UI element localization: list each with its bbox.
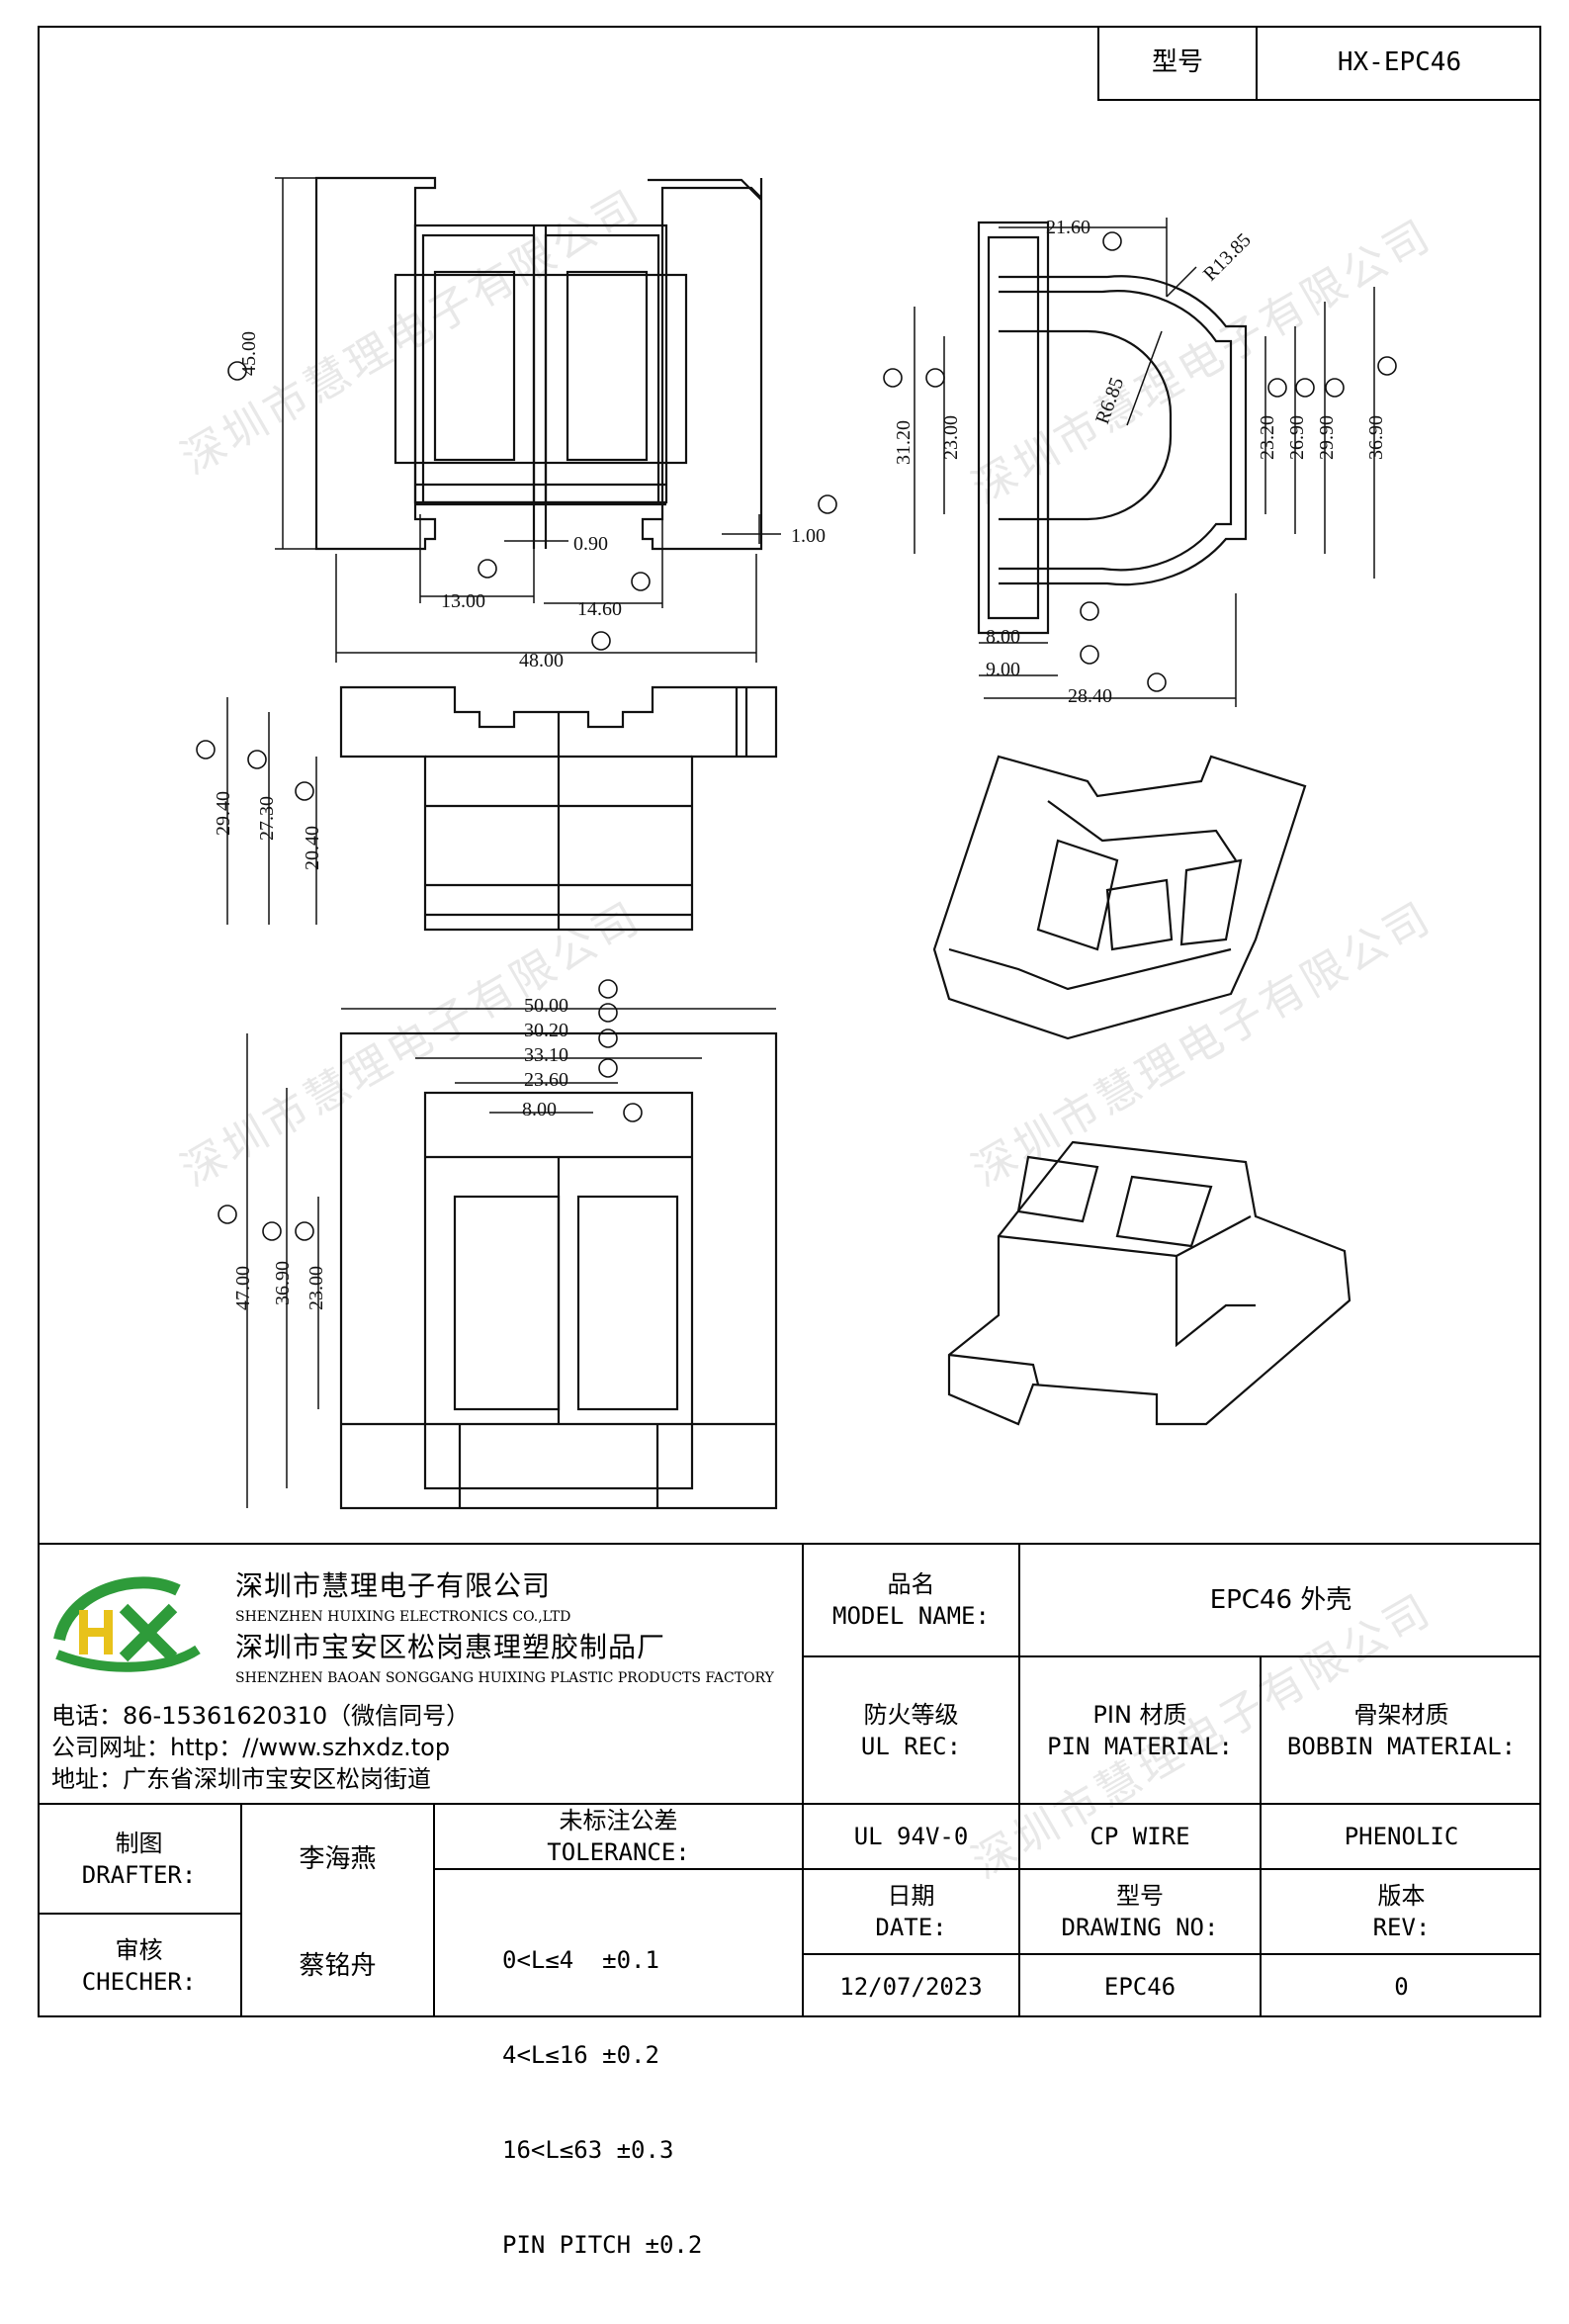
ul-rec-label-en: UL REC: [860,1732,962,1760]
dim-label: 8.00 [986,626,1020,648]
company-phone: 电话：86-15361620310（微信同号） [51,1702,471,1730]
date-value: 12/07/2023 [839,1972,983,2001]
checker-label-cn: 审核 [115,1936,163,1964]
ul-rec-value: UL 94V-0 [853,1823,969,1850]
tolerance-line: 16<L≤63 ±0.3 [502,2136,674,2164]
dim-label: R13.85 [1199,229,1256,286]
model-header-value: HX-EPC46 [1337,47,1462,77]
ul-rec-label: 防火等级 UL REC: [804,1657,1018,1803]
dim-label: 20.40 [302,826,323,870]
front-view [339,685,778,932]
dim-label: 14.60 [577,598,622,620]
dim-label: 29.40 [213,791,234,836]
drafter-label-cn: 制图 [115,1829,163,1857]
drawing-no-label: 型号 DRAWING NO: [1020,1870,1260,1953]
dim-label: 13.00 [441,590,485,612]
model-name-label: 品名 MODEL NAME: [804,1545,1018,1655]
iso-view-1 [932,755,1307,1040]
tolerance-line: 4<L≤16 ±0.2 [502,2041,659,2069]
balloon-markers [196,231,1397,1241]
checker-label-en: CHECHER: [81,1968,197,1996]
date-label-cn: 日期 [887,1882,935,1910]
tolerance-label-en: TOLERANCE: [547,1838,690,1866]
dim-label: R6.85 [1091,375,1128,427]
dim-label: 45.00 [238,331,260,376]
pin-material-label-en: PIN MATERIAL: [1047,1732,1233,1760]
date-label: 日期 DATE: [804,1870,1018,1953]
technical-drawing: 45.00 48.00 13.00 14.60 0.90 1.00 21.60 … [196,176,1397,1510]
dim-label: 28.40 [1068,685,1112,707]
dim-label: 33.10 [524,1044,568,1066]
checker-label: 审核 CHECHER: [38,1915,240,2017]
ul-rec-label-cn: 防火等级 [863,1700,959,1729]
tolerance-label: 未标注公差 TOLERANCE: [435,1805,802,1868]
tolerance-list: 0<L≤4 ±0.1 4<L≤16 ±0.2 16<L≤63 ±0.3 PIN … [502,1881,702,2324]
date-label-en: DATE: [875,1914,947,1941]
side-view [977,221,1248,635]
drafter-name: 李海燕 [299,1843,377,1874]
company-address: 地址：广东省深圳市宝安区松岗街道 [51,1765,431,1793]
model-name-label-cn: 品名 [887,1570,935,1598]
model-name-label-en: MODEL NAME: [832,1602,990,1630]
tolerance-line: PIN PITCH ±0.2 [502,2231,703,2259]
rev-label-en: REV: [1372,1914,1431,1941]
dim-label: 30.20 [524,1020,568,1041]
bottom-view [339,1031,778,1510]
bobbin-material-value: PHENOLIC [1344,1823,1459,1850]
dim-label: 27.30 [256,796,278,841]
model-header-label: 型号 [1099,26,1258,99]
bobbin-material-label-cn: 骨架材质 [1353,1700,1449,1729]
iso-view-2 [947,1140,1351,1426]
drawing-no-value: EPC46 [1103,1972,1177,2001]
dim-label: 23.00 [940,415,962,460]
dim-label: 47.00 [232,1266,254,1310]
dim-label: 36.90 [1365,415,1387,460]
drawing-no-label-en: DRAWING NO: [1061,1914,1219,1941]
company-name-en: SHENZHEN HUIXING ELECTRONICS CO.,LTD [235,1609,571,1625]
pin-material-value: CP WIRE [1090,1823,1190,1850]
factory-name-cn: 深圳市宝安区松岗惠理塑胶制品厂 [235,1631,666,1663]
title-block: 深圳市慧理电子有限公司 SHENZHEN HUIXING ELECTRONICS… [38,1543,1541,2259]
checker-name: 蔡铭舟 [299,1951,377,1981]
dim-label: 23.20 [1257,415,1278,460]
rev-label: 版本 REV: [1262,1870,1541,1953]
bobbin-material-label: 骨架材质 BOBBIN MATERIAL: [1262,1657,1541,1803]
drawing-no-label-cn: 型号 [1116,1882,1164,1910]
dim-label: 48.00 [519,650,564,671]
dim-label: 50.00 [524,995,568,1017]
dim-label: 36.90 [272,1261,294,1305]
company-name-cn: 深圳市慧理电子有限公司 [235,1569,552,1602]
dim-label: 23.00 [305,1266,327,1310]
dim-label: 9.00 [986,659,1020,680]
drafter-label: 制图 DRAFTER: [38,1805,240,1913]
dim-label: 26.90 [1286,415,1308,460]
drafter-label-en: DRAFTER: [81,1860,197,1889]
pin-material-label: PIN 材质 PIN MATERIAL: [1020,1657,1260,1803]
top-view [314,176,763,551]
tolerance-label-cn: 未标注公差 [559,1807,678,1834]
drawing-sheet [38,26,1541,2017]
bobbin-material-label-en: BOBBIN MATERIAL: [1286,1732,1517,1760]
dim-label: 29.90 [1316,415,1338,460]
dim-label: 1.00 [791,525,826,547]
tolerance-line: 0<L≤4 ±0.1 [502,1946,659,1974]
rev-value: 0 [1394,1972,1409,2001]
model-header-box: 型号 HX-EPC46 [1097,26,1541,101]
dim-label: 8.00 [522,1099,557,1120]
factory-name-en: SHENZHEN BAOAN SONGGANG HUIXING PLASTIC … [235,1670,774,1686]
company-logo [53,1576,201,1672]
dim-label: 21.60 [1046,217,1090,238]
dim-label: 0.90 [573,533,608,555]
company-website: 公司网址：http：//www.szhxdz.top [51,1734,451,1761]
pin-material-label-cn: PIN 材质 [1092,1700,1187,1729]
dim-label: 23.60 [524,1069,568,1091]
model-name-value: EPC46 外壳 [1209,1585,1352,1615]
dim-label: 31.20 [893,420,915,465]
rev-label-cn: 版本 [1377,1882,1426,1910]
